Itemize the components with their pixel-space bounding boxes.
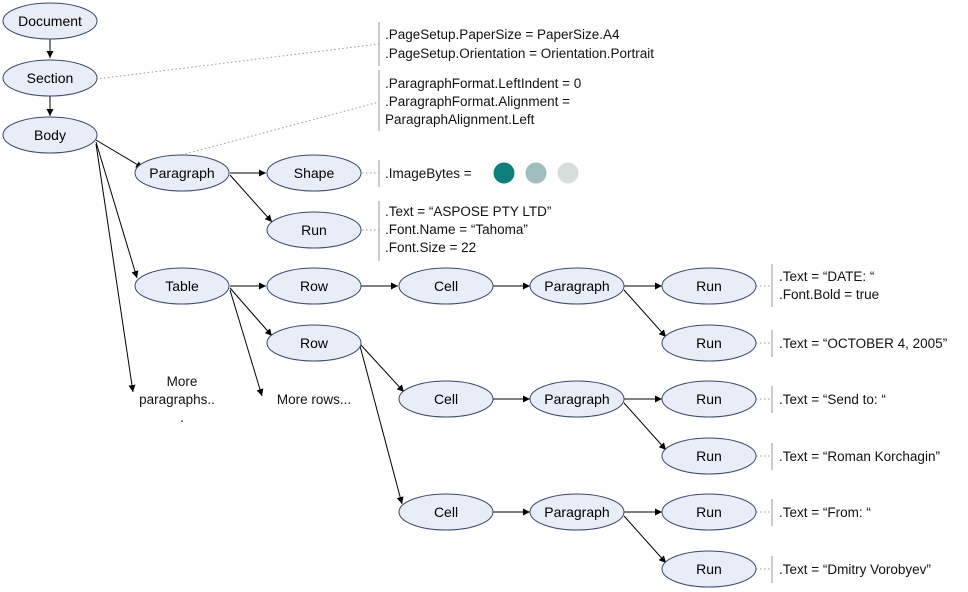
node-label: Run [696,561,722,577]
edge-para3-run-5 [623,402,667,451]
note-paragraph-line: ParagraphAlignment.Left [385,112,535,127]
edge-body-paragraph [95,139,144,169]
node-label: Document [18,13,82,29]
edge-row2-cell-3 [359,345,404,505]
node-run-6[interactable]: Run [661,493,757,531]
note-run-line: .Text = “DATE: “ [779,269,874,284]
note-section-line: .PageSetup.Orientation = Orientation.Por… [385,46,654,61]
node-run-1[interactable]: Run [266,211,362,249]
node-run-7[interactable]: Run [661,550,757,588]
image-swatch-dark-teal [493,162,515,184]
edge-para2-run-3 [623,289,667,338]
node-label: Paragraph [544,504,609,520]
node-section[interactable]: Section [2,59,98,97]
connector-paragraph-note [169,101,380,159]
node-label: Run [696,278,722,294]
node-label: Table [165,278,199,294]
edges [46,39,667,564]
node-label: Run [696,504,722,520]
node-run-3[interactable]: Run [661,324,757,362]
node-label: Run [696,448,722,464]
node-label: Body [34,127,66,143]
node-paragraph-2[interactable]: Paragraph [529,267,625,305]
node-shape[interactable]: Shape [266,154,362,192]
note-paragraph-line: .ParagraphFormat.Alignment = [385,94,570,109]
node-paragraph-4[interactable]: Paragraph [529,493,625,531]
edge-paragraph-run [229,174,273,223]
edge-row2-cell-2 [359,343,405,393]
node-run-5[interactable]: Run [661,437,757,475]
node-label: Run [301,222,327,238]
node-paragraph-3[interactable]: Paragraph [529,380,625,418]
node-row-2[interactable]: Row [266,324,362,362]
more-paragraphs-label: paragraphs.. [139,392,215,407]
node-label: Cell [434,278,458,294]
more-rows-label: More rows... [277,392,351,407]
node-label: Run [696,335,722,351]
node-label: Run [696,391,722,407]
note-shape-line: .ImageBytes = [385,166,472,181]
edge-table-row-2 [229,287,273,337]
note-run-line: .Text = “Dmitry Vorobyev” [779,562,931,577]
more-paragraphs-label: More [167,374,198,389]
note-run-line: .Text = “ASPOSE PTY LTD” [385,204,551,219]
node-label: Row [300,335,329,351]
node-label: Cell [434,391,458,407]
edge-para4-run-7 [623,515,667,564]
more-paragraphs-label: . [180,410,184,425]
image-swatch-light-gray [557,162,579,184]
node-cell-1[interactable]: Cell [398,267,494,305]
node-label: Paragraph [544,278,609,294]
node-label: Paragraph [544,391,609,407]
node-run-2[interactable]: Run [661,267,757,305]
note-run-line: .Font.Bold = true [779,287,879,302]
connector-section-note [95,43,380,80]
note-run-line: .Font.Name = “Tahoma” [385,222,528,237]
note-brackets [378,22,773,583]
edge-body-table [95,141,139,279]
node-label: Cell [434,504,458,520]
node-document[interactable]: Document [2,2,98,40]
dotted-connectors [95,43,772,570]
edge-body-more-paragraphs [95,143,136,393]
note-paragraph-line: .ParagraphFormat.LeftIndent = 0 [385,76,581,91]
node-label: Section [27,70,74,86]
note-run-line: .Text = “From: “ [779,505,871,520]
image-swatch-medium-teal [525,162,547,184]
node-run-4[interactable]: Run [661,380,757,418]
node-row-1[interactable]: Row [266,267,362,305]
node-table[interactable]: Table [134,267,230,305]
node-paragraph-1[interactable]: Paragraph [134,154,230,192]
node-label: Paragraph [149,165,214,181]
node-label: Shape [294,165,335,181]
note-run-line: .Text = “Roman Korchagin” [779,449,940,464]
node-cell-2[interactable]: Cell [398,380,494,418]
edge-table-more-rows [229,289,264,397]
note-run-line: .Text = “OCTOBER 4, 2005” [779,336,947,351]
note-run-line: .Text = “Send to: “ [779,392,886,407]
node-body[interactable]: Body [2,116,98,154]
node-cell-3[interactable]: Cell [398,493,494,531]
node-label: Row [300,278,329,294]
note-section-line: .PageSetup.PaperSize = PaperSize.A4 [385,27,620,42]
note-run-line: .Font.Size = 22 [385,240,476,255]
